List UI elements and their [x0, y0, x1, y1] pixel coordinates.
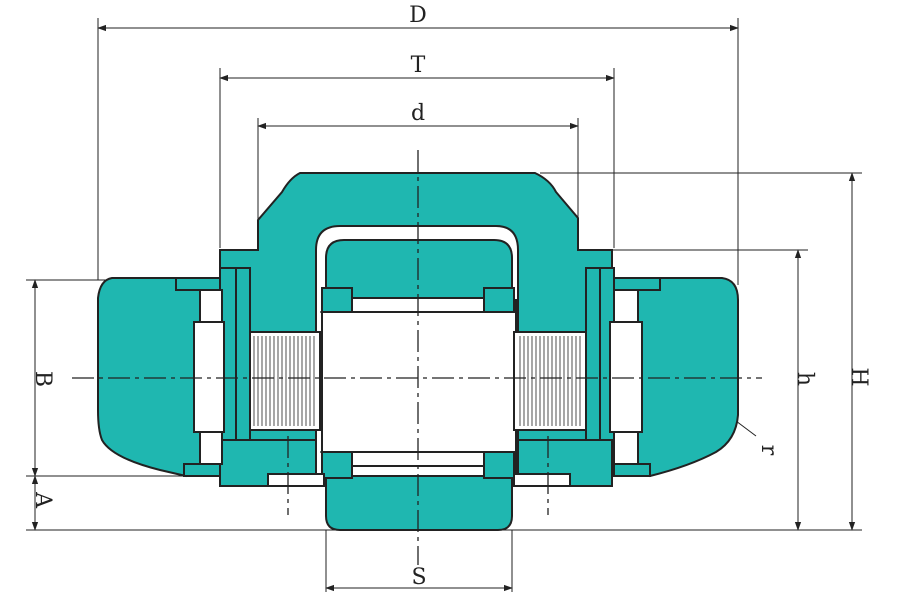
- stud-center-window: [321, 299, 517, 477]
- label-D: D: [409, 3, 427, 28]
- outer-ring-right: [637, 277, 739, 478]
- left-side-parts: [193, 267, 321, 465]
- collar-top-right: [483, 287, 515, 313]
- label-r: r: [756, 445, 781, 456]
- label-h: h: [792, 372, 817, 386]
- collar-top-left: [321, 287, 353, 313]
- right-roller: [513, 331, 587, 431]
- label-d: d: [411, 101, 425, 126]
- collar-bottom-right: [483, 451, 515, 479]
- dimension-lines: [31, 24, 856, 592]
- outer-ring-left-lip: [175, 277, 223, 291]
- left-inner-ring: [235, 267, 251, 441]
- label-S: S: [411, 565, 426, 590]
- right-inner-ring: [585, 267, 601, 441]
- label-B: B: [30, 371, 55, 387]
- outer-ring-right-foot: [613, 463, 651, 477]
- right-roller-slim: [609, 321, 643, 433]
- bolt-slot-left: [267, 473, 325, 487]
- center-lines: [72, 150, 762, 565]
- left-roller-slim: [193, 321, 225, 433]
- dimension-labels: D T d S B A h H r: [30, 3, 871, 590]
- bolt-slot-right: [513, 473, 571, 487]
- outer-ring-left: [97, 277, 201, 478]
- base-bolt-slots: [267, 473, 571, 487]
- right-side-parts: [513, 267, 643, 465]
- label-T: T: [411, 53, 426, 78]
- label-A: A: [30, 491, 55, 509]
- outer-ring: [97, 277, 739, 478]
- collar-bottom-left: [321, 451, 353, 479]
- extension-lines: [26, 18, 862, 592]
- outer-ring-right-lip: [613, 277, 661, 291]
- left-roller: [247, 331, 321, 431]
- shaft: [321, 239, 517, 531]
- roller-hatching: [253, 336, 581, 426]
- label-H: H: [846, 367, 871, 386]
- outer-ring-left-foot: [183, 463, 221, 477]
